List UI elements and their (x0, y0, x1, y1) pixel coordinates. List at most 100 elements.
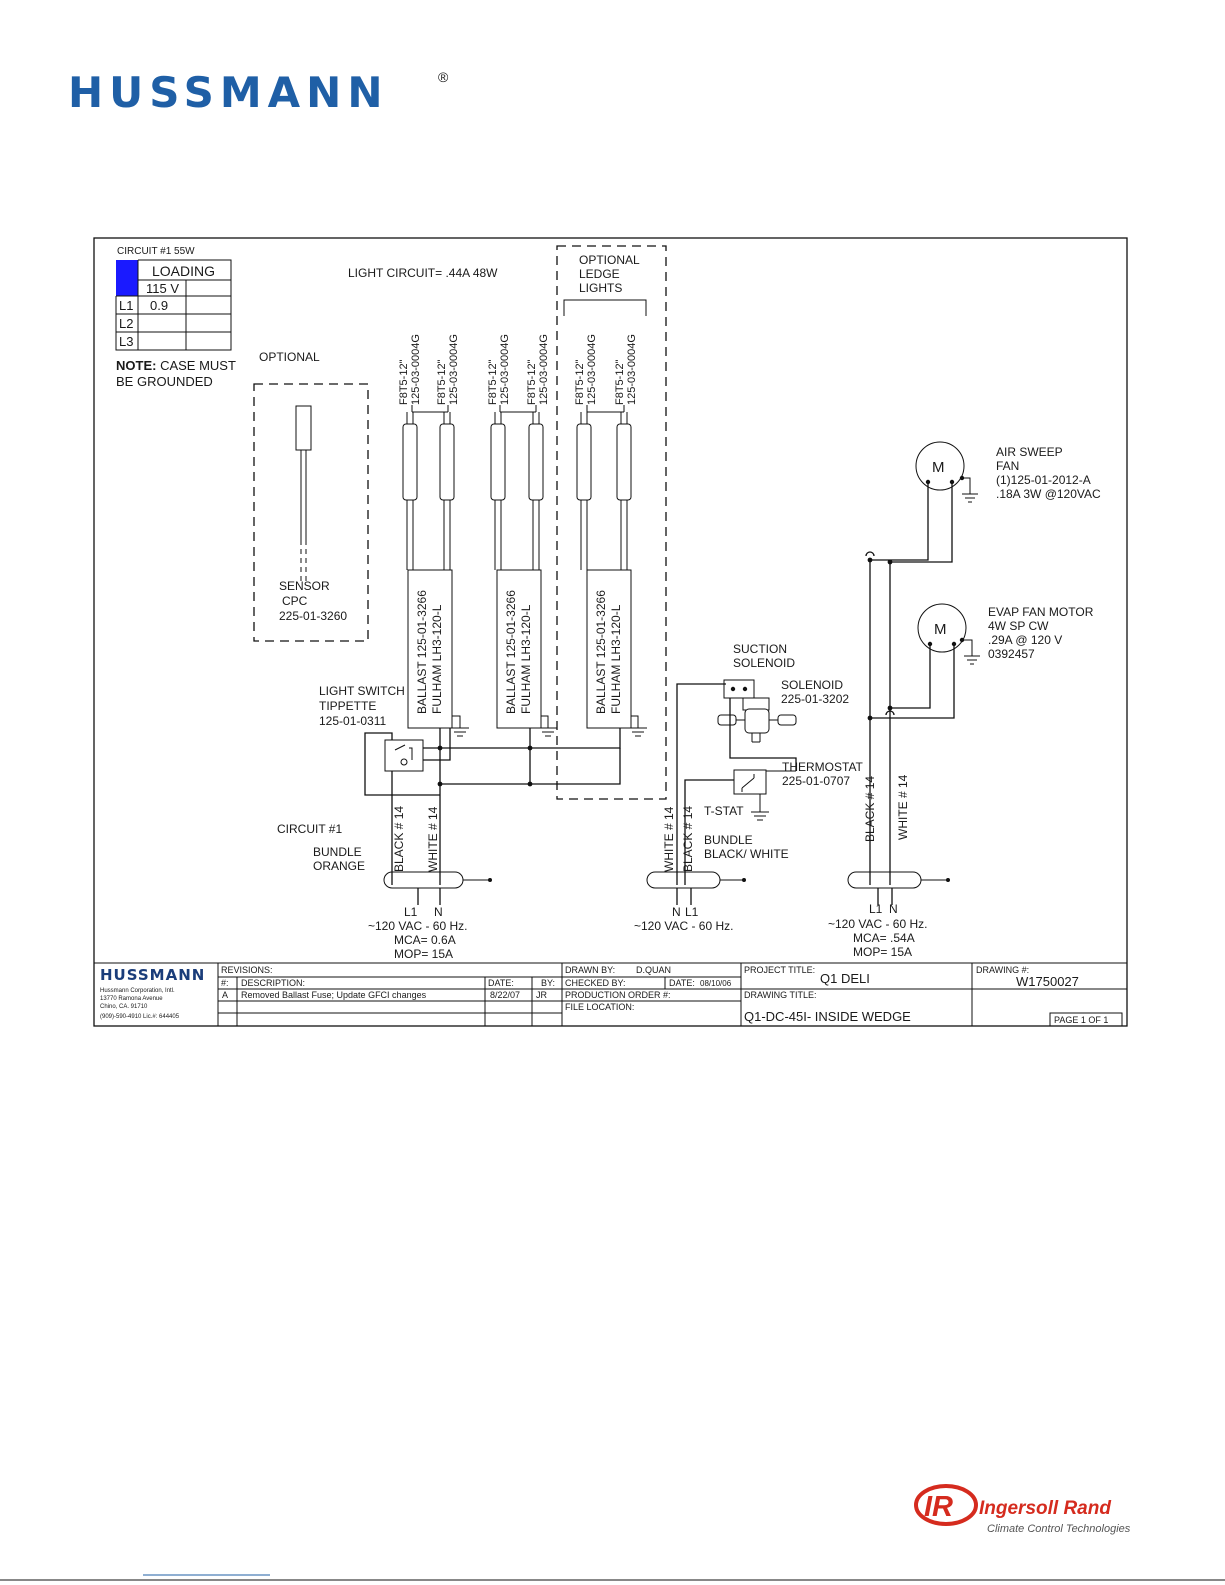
lamp-tube (439, 423, 455, 501)
drawing-num: W1750027 (1016, 974, 1079, 989)
lamp-part: 125-03-0004G (626, 334, 638, 405)
motor-icon (915, 441, 965, 491)
ballast-label: FULHAM LH3-120-L (430, 604, 444, 714)
drawn-by: D.QUAN (636, 965, 671, 975)
circuit3-l1: L1 (869, 902, 883, 916)
page-number: PAGE 1 OF 1 (1054, 1015, 1108, 1025)
title-addr: 13770 Ramona Avenue (100, 996, 163, 1002)
circuit1-l1: L1 (404, 905, 418, 919)
lamp-tube (490, 423, 506, 501)
lamp-part: 125-03-0004G (538, 334, 550, 405)
drawing-num-label: DRAWING #: (976, 965, 1029, 975)
title-addr: Hussmann Corporation, Intl. (100, 988, 175, 994)
ledge-line1: OPTIONAL (579, 253, 640, 267)
circuit2-supply: ~120 VAC - 60 Hz. (634, 919, 734, 933)
valve-body (744, 708, 770, 734)
thermostat-name: THERMOSTAT (782, 760, 864, 774)
evap-line4: 0392457 (988, 647, 1035, 661)
evap-line1: EVAP FAN MOTOR (988, 605, 1094, 619)
air-sweep-line3: (1)125-01-2012-A (996, 473, 1091, 487)
circuit1-bundle2: ORANGE (313, 859, 365, 873)
ledge-line3: LIGHTS (579, 281, 622, 295)
title-block-logo: HUSSMANN (100, 966, 205, 984)
thermostat-part: 225-01-0707 (782, 774, 850, 788)
suction-line2: SOLENOID (733, 656, 795, 670)
hussmann-logo: HUSSMANN (68, 68, 388, 117)
evap-fan-motor: M EVAP FAN MOTOR 4W SP CW .29A @ 120 V 0… (917, 603, 1094, 665)
ballast (407, 569, 453, 729)
switch-line2: TIPPETTE (319, 699, 376, 713)
loading-voltage: 115 V (146, 281, 179, 296)
tstat-label: T-STAT (704, 804, 744, 818)
circuit1-mop: MOP= 15A (394, 947, 453, 961)
lamp-model: F8T5-12" (574, 359, 586, 405)
circuit1-bundle1: BUNDLE (313, 845, 362, 859)
sensor-type: CPC (282, 594, 308, 608)
checked-by: CHECKED BY: (565, 978, 626, 988)
lamp-labels: F8T5-12"125-03-0004G F8T5-12"125-03-0004… (398, 334, 638, 405)
circuit3-n: N (889, 902, 898, 916)
loading-header: LOADING (152, 263, 215, 279)
sensor-name: SENSOR (279, 579, 330, 593)
col-by: BY: (541, 978, 555, 988)
ballast-label: FULHAM LH3-120-L (609, 604, 623, 714)
ledge-lights-box: OPTIONAL LEDGE LIGHTS (556, 245, 667, 800)
drawing-title-label: DRAWING TITLE: (744, 990, 817, 1000)
loading-color-swatch (116, 260, 138, 296)
col-desc: DESCRIPTION: (241, 978, 305, 988)
title-block: HUSSMANN Hussmann Corporation, Intl. 137… (94, 962, 1127, 1027)
ground-icon (451, 715, 469, 737)
lamp-model: F8T5-12" (487, 359, 499, 405)
loading-row-label: L1 (119, 298, 133, 313)
solenoid-coil (723, 679, 755, 699)
thermostat: THERMOSTAT 225-01-0707 T-STAT (704, 760, 864, 821)
circuit2-l1: L1 (685, 905, 699, 919)
project-title: Q1 DELI (820, 971, 870, 986)
ground-icon (539, 715, 557, 737)
ballast (496, 569, 542, 729)
lamp-tube (616, 423, 632, 501)
ledge-line2: LEDGE (579, 267, 620, 281)
drawing-frame (93, 237, 1128, 1027)
ingersoll-rand-logo: IR Ingersoll Rand Climate Control Techno… (914, 1484, 1131, 1535)
file-location: FILE LOCATION: (565, 1002, 634, 1012)
lamp-tube (576, 423, 592, 501)
circuit3-mop: MOP= 15A (853, 945, 912, 959)
suction-solenoid: SUCTION SOLENOID SOLENOID 225-01-3202 (717, 642, 849, 743)
switch-line3: 125-01-0311 (319, 714, 386, 728)
air-sweep-line4: .18A 3W @120VAC (996, 487, 1101, 501)
ground-note: NOTE: CASE MUST (116, 358, 236, 373)
motor-icon (917, 603, 967, 653)
note-bold: NOTE: (116, 358, 156, 373)
rev-by: JR (536, 990, 548, 1000)
suction-line1: SUCTION (733, 642, 787, 656)
ingersoll-rand-name: Ingersoll Rand (979, 1498, 1111, 1519)
note-line1: CASE MUST (160, 358, 236, 373)
circuit-label: CIRCUIT #1 55W (117, 246, 195, 257)
evap-line2: 4W SP CW (988, 619, 1049, 633)
loading-row-value: 0.9 (150, 298, 168, 313)
lamp-model: F8T5-12" (398, 359, 410, 405)
date-value: 08/10/06 (700, 979, 732, 988)
lamp-model: F8T5-12" (526, 359, 538, 405)
lamp-model: F8T5-12" (436, 359, 448, 405)
circuit1-black-wire: BLACK # 14 (392, 806, 406, 872)
loading-row-label: L3 (119, 334, 133, 349)
ballast-label: BALLAST 125-01-3266 (504, 590, 518, 714)
circuit1-n: N (434, 905, 443, 919)
air-sweep-line1: AIR SWEEP (996, 445, 1063, 459)
sensor-icon (295, 405, 312, 451)
solenoid-part: 225-01-3202 (781, 692, 849, 706)
optional-sensor: OPTIONAL SENSOR CPC 225-01-3260 (253, 350, 369, 642)
revisions-label: REVISIONS: (221, 965, 273, 975)
date-label: DATE: (669, 978, 695, 988)
tstat-box (733, 769, 767, 795)
light-circuit-label: LIGHT CIRCUIT= .44A 48W (348, 266, 498, 280)
circuit2-black-wire: BLACK # 14 (681, 806, 695, 872)
rev-num: A (222, 990, 228, 1000)
rev-date: 8/22/07 (490, 990, 520, 1000)
lamp-part: 125-03-0004G (586, 334, 598, 405)
circuit2-bundle1: BUNDLE (704, 833, 753, 847)
ballast-label: BALLAST 125-01-3266 (594, 590, 608, 714)
